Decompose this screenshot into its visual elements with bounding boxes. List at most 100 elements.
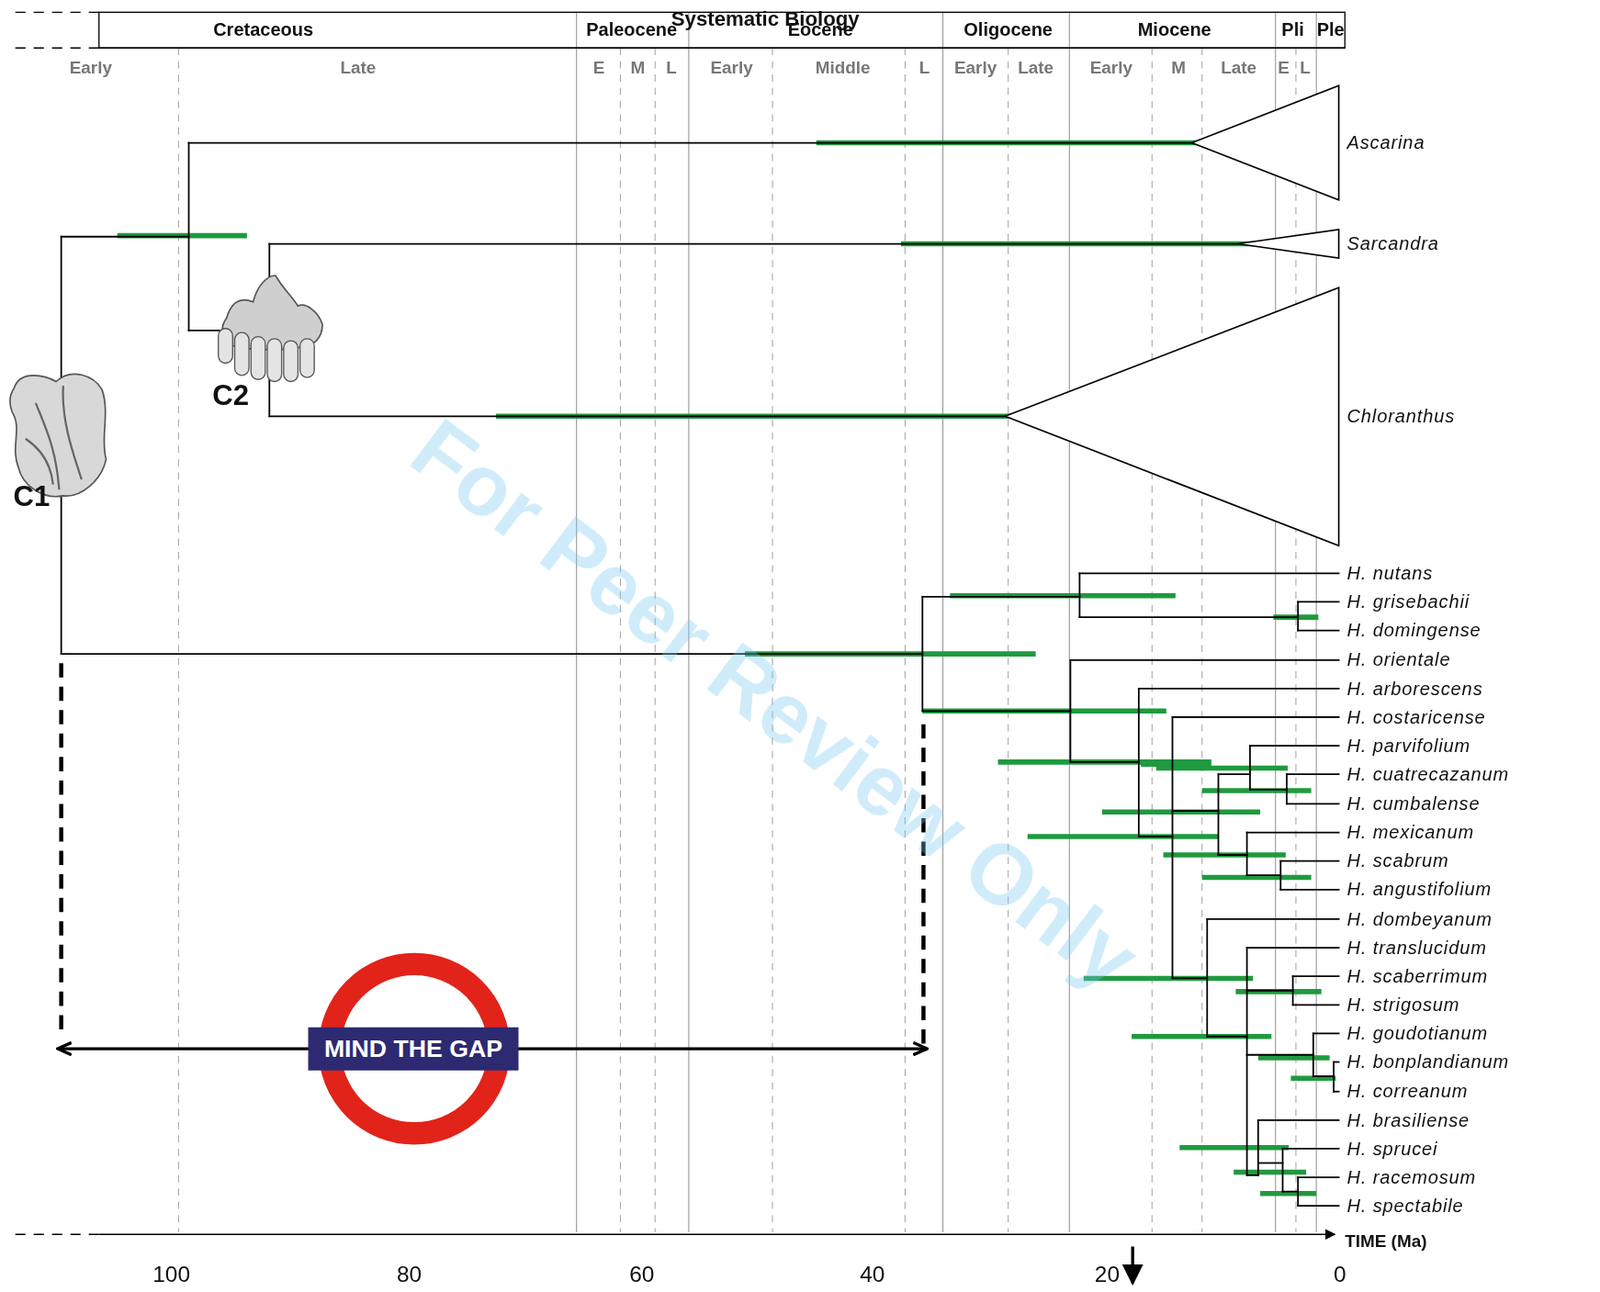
collapsed-clades (1004, 85, 1339, 546)
branch (1282, 1148, 1339, 1150)
species-name: H. angustifolium (1346, 880, 1492, 900)
calibration-label: C2 (212, 382, 249, 411)
branch (1171, 717, 1174, 979)
tree-branches (61, 143, 1340, 1207)
epoch-subdivision: L (919, 58, 931, 77)
branch (1217, 773, 1250, 776)
branch (269, 415, 1005, 417)
epoch-boundary (1007, 47, 1009, 1233)
period-boundary (1316, 11, 1318, 1233)
branch (1279, 861, 1282, 891)
age-interval-bar (1202, 875, 1312, 881)
branch (1249, 745, 1251, 790)
species-name: H. strigosum (1346, 995, 1460, 1015)
age-interval-bar (922, 709, 1167, 715)
epoch-boundary (619, 47, 621, 1233)
age-interval-bar (1258, 1055, 1330, 1061)
age-interval-bar (1233, 1170, 1307, 1176)
age-interval-bar (1102, 810, 1261, 816)
axis-tick-label: 40 (859, 1263, 885, 1286)
branch (1297, 1205, 1339, 1207)
branch (61, 236, 190, 238)
branch (1138, 835, 1173, 838)
species-name: H. grisebachii (1346, 592, 1470, 611)
branch (1079, 572, 1339, 575)
branch (1312, 1033, 1315, 1077)
branch (1297, 601, 1339, 604)
period-name: Cretaceous (213, 20, 314, 39)
species-name: H. domingense (1346, 621, 1481, 641)
species-name: H. scabrum (1346, 852, 1449, 871)
confidence-bars (117, 143, 1336, 1195)
branch (1246, 833, 1249, 877)
period-name: Miocene (1138, 20, 1212, 39)
branch (1258, 1162, 1284, 1165)
journal-title: Systematic Biology (671, 8, 860, 29)
branch (922, 709, 1071, 712)
branch (1282, 1191, 1298, 1194)
branch (1247, 832, 1340, 834)
axis-tick-label: 20 (1094, 1263, 1120, 1286)
branch (1205, 919, 1208, 1037)
period-name: Ple (1317, 20, 1345, 39)
branch (1070, 761, 1139, 764)
branch (189, 329, 220, 332)
age-interval-bar (1131, 1034, 1272, 1040)
species-name: H. dombeyanum (1346, 910, 1492, 929)
period-boundary (942, 11, 944, 1233)
period-boundary (1069, 11, 1071, 1233)
branch (1217, 854, 1247, 857)
species-name: H. nutans (1346, 563, 1433, 583)
species-name: H. costaricense (1346, 708, 1486, 727)
clade-name: Sarcandra (1346, 235, 1439, 254)
epoch-boundary (1151, 47, 1153, 1233)
species-name: H. orientale (1346, 651, 1451, 670)
branch (1079, 573, 1082, 618)
branch (1296, 601, 1299, 631)
age-interval-bar (1235, 989, 1321, 995)
epoch-boundary (771, 47, 773, 1233)
epoch-subdivision: Early (69, 58, 113, 77)
branch (1280, 860, 1339, 863)
species-name: H. correanum (1346, 1082, 1468, 1102)
calibration-label: C1 (13, 482, 51, 511)
watermark: For Peer Review Only (397, 405, 1153, 1004)
epoch-subdivision: Early (709, 58, 753, 77)
branch (1247, 990, 1294, 992)
branch (1286, 803, 1340, 806)
epoch-subdivision: Late (1220, 58, 1257, 77)
axis-title: TIME (Ma) (1344, 1231, 1427, 1250)
branch (269, 243, 1238, 246)
epoch-subdivision: Early (1090, 58, 1133, 77)
axis-tick-label: 0 (1333, 1263, 1347, 1286)
branch (1247, 946, 1340, 949)
epoch-boundary (178, 47, 180, 1233)
branch (1138, 687, 1340, 690)
branch (1293, 1003, 1340, 1006)
branch (1280, 889, 1339, 891)
age-interval-bar (998, 759, 1212, 766)
species-name: H. translucidum (1346, 938, 1487, 958)
species-name: H. bonplandianum (1346, 1053, 1510, 1072)
branch (1246, 947, 1249, 1176)
gap-bracket (58, 663, 925, 1134)
axis-tick-label: 80 (396, 1263, 422, 1286)
species-name: H. racemosum (1346, 1168, 1477, 1187)
branch (1313, 1075, 1334, 1078)
branch (1250, 744, 1340, 747)
period-name: Paleocene (585, 20, 677, 39)
species-name: H. mexicanum (1346, 823, 1474, 843)
branch (1286, 773, 1340, 776)
epoch-boundary (904, 47, 906, 1233)
species-name: H. scaberrimum (1346, 967, 1488, 986)
branch (922, 596, 1080, 598)
period-name: Pli (1281, 20, 1304, 39)
epoch-subdivision: E (593, 58, 606, 77)
epoch-boundary (654, 47, 656, 1233)
branch (1333, 1091, 1340, 1093)
branch (1206, 918, 1339, 921)
axis-tick-label: 60 (629, 1263, 654, 1286)
species-name: H. cuatrecazanum (1346, 765, 1510, 784)
branch (1247, 1174, 1259, 1177)
epoch-subdivision: Middle (815, 58, 871, 77)
